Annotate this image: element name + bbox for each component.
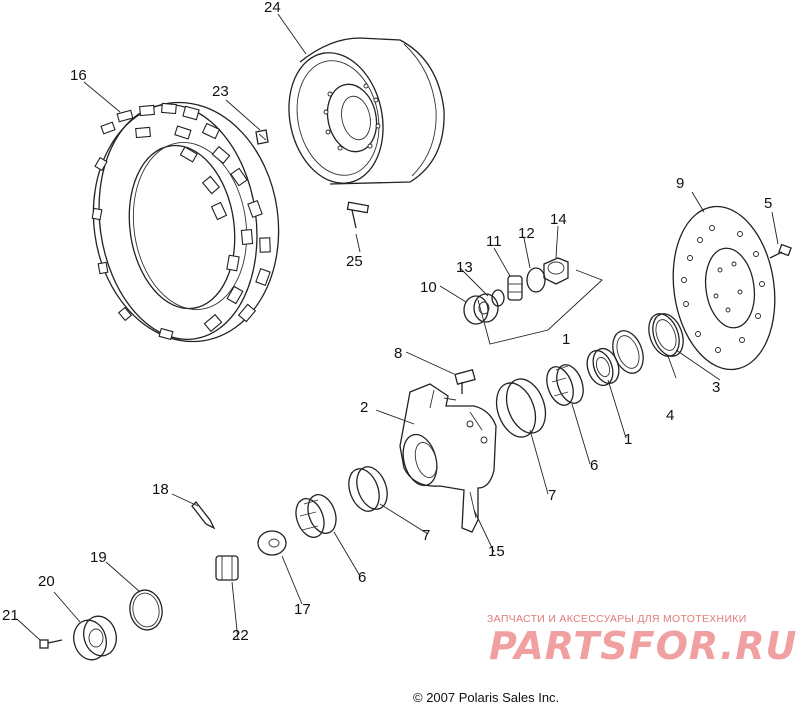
callout-1: 1 xyxy=(624,431,632,448)
callout-8: 8 xyxy=(394,345,402,362)
valve-stem xyxy=(255,129,269,145)
callout-22: 22 xyxy=(232,627,249,644)
watermark-tagline: ЗАПЧАСТИ И АКСЕССУАРЫ ДЛЯ МОТОТЕХНИКИ xyxy=(487,613,747,625)
callout-15: 15 xyxy=(488,543,505,560)
callout-16: 16 xyxy=(70,67,87,84)
copyright-text: © 2007 Polaris Sales Inc. xyxy=(413,690,560,705)
callout-14: 14 xyxy=(550,211,567,228)
hub-bolt xyxy=(454,369,476,394)
callout-23: 23 xyxy=(212,83,229,100)
cap-screw xyxy=(39,639,63,649)
wheel-hub xyxy=(399,383,497,533)
dust-cap xyxy=(543,257,569,285)
o-ring xyxy=(129,589,163,631)
castle-nut xyxy=(215,555,239,581)
callout-19: 19 xyxy=(90,549,107,566)
callout-6: 6 xyxy=(590,457,598,474)
callout-1: 1 xyxy=(562,331,570,348)
callout-2: 2 xyxy=(360,399,368,416)
bearing-6-left xyxy=(295,494,337,538)
wheel-rim xyxy=(288,37,445,185)
callout-7: 7 xyxy=(422,527,430,544)
seal-3 xyxy=(648,313,684,357)
disc-bolt xyxy=(769,243,792,259)
callout-5: 5 xyxy=(764,195,772,212)
callout-12: 12 xyxy=(518,225,535,242)
bearing-race-left xyxy=(348,466,388,512)
cotter-pin xyxy=(191,501,216,530)
callout-9: 9 xyxy=(676,175,684,192)
hub-cap xyxy=(73,615,117,661)
callout-labels: 1 1 2 3 4 5 6 6 7 7 8 9 10 11 12 13 14 1… xyxy=(2,0,772,644)
callout-3: 3 xyxy=(712,379,720,396)
o-ring-12 xyxy=(526,267,546,293)
spacer xyxy=(507,275,523,301)
callout-10: 10 xyxy=(420,279,437,296)
callout-20: 20 xyxy=(38,573,55,590)
washer xyxy=(257,530,287,556)
washer-13 xyxy=(491,289,505,307)
bearing-right xyxy=(586,347,620,387)
callout-24: 24 xyxy=(264,0,281,16)
callout-25: 25 xyxy=(346,253,363,270)
callout-13: 13 xyxy=(456,259,473,276)
callout-11: 11 xyxy=(486,233,502,250)
callout-21: 21 xyxy=(2,607,19,624)
brake-disc xyxy=(672,205,776,371)
spindle-nut xyxy=(463,293,499,325)
tire xyxy=(91,101,280,343)
leader-lines xyxy=(17,13,779,641)
watermark-logo: PARTSFOR.RU xyxy=(489,624,798,668)
callout-6: 6 xyxy=(358,569,366,586)
callout-4: 4 xyxy=(666,407,674,424)
snap-ring xyxy=(612,330,644,374)
callout-17: 17 xyxy=(294,601,311,618)
bearing-race-right xyxy=(495,378,547,438)
bearing-6-right xyxy=(546,364,584,406)
callout-7: 7 xyxy=(548,487,556,504)
callout-18: 18 xyxy=(152,481,169,498)
wheel-stud xyxy=(346,201,370,229)
